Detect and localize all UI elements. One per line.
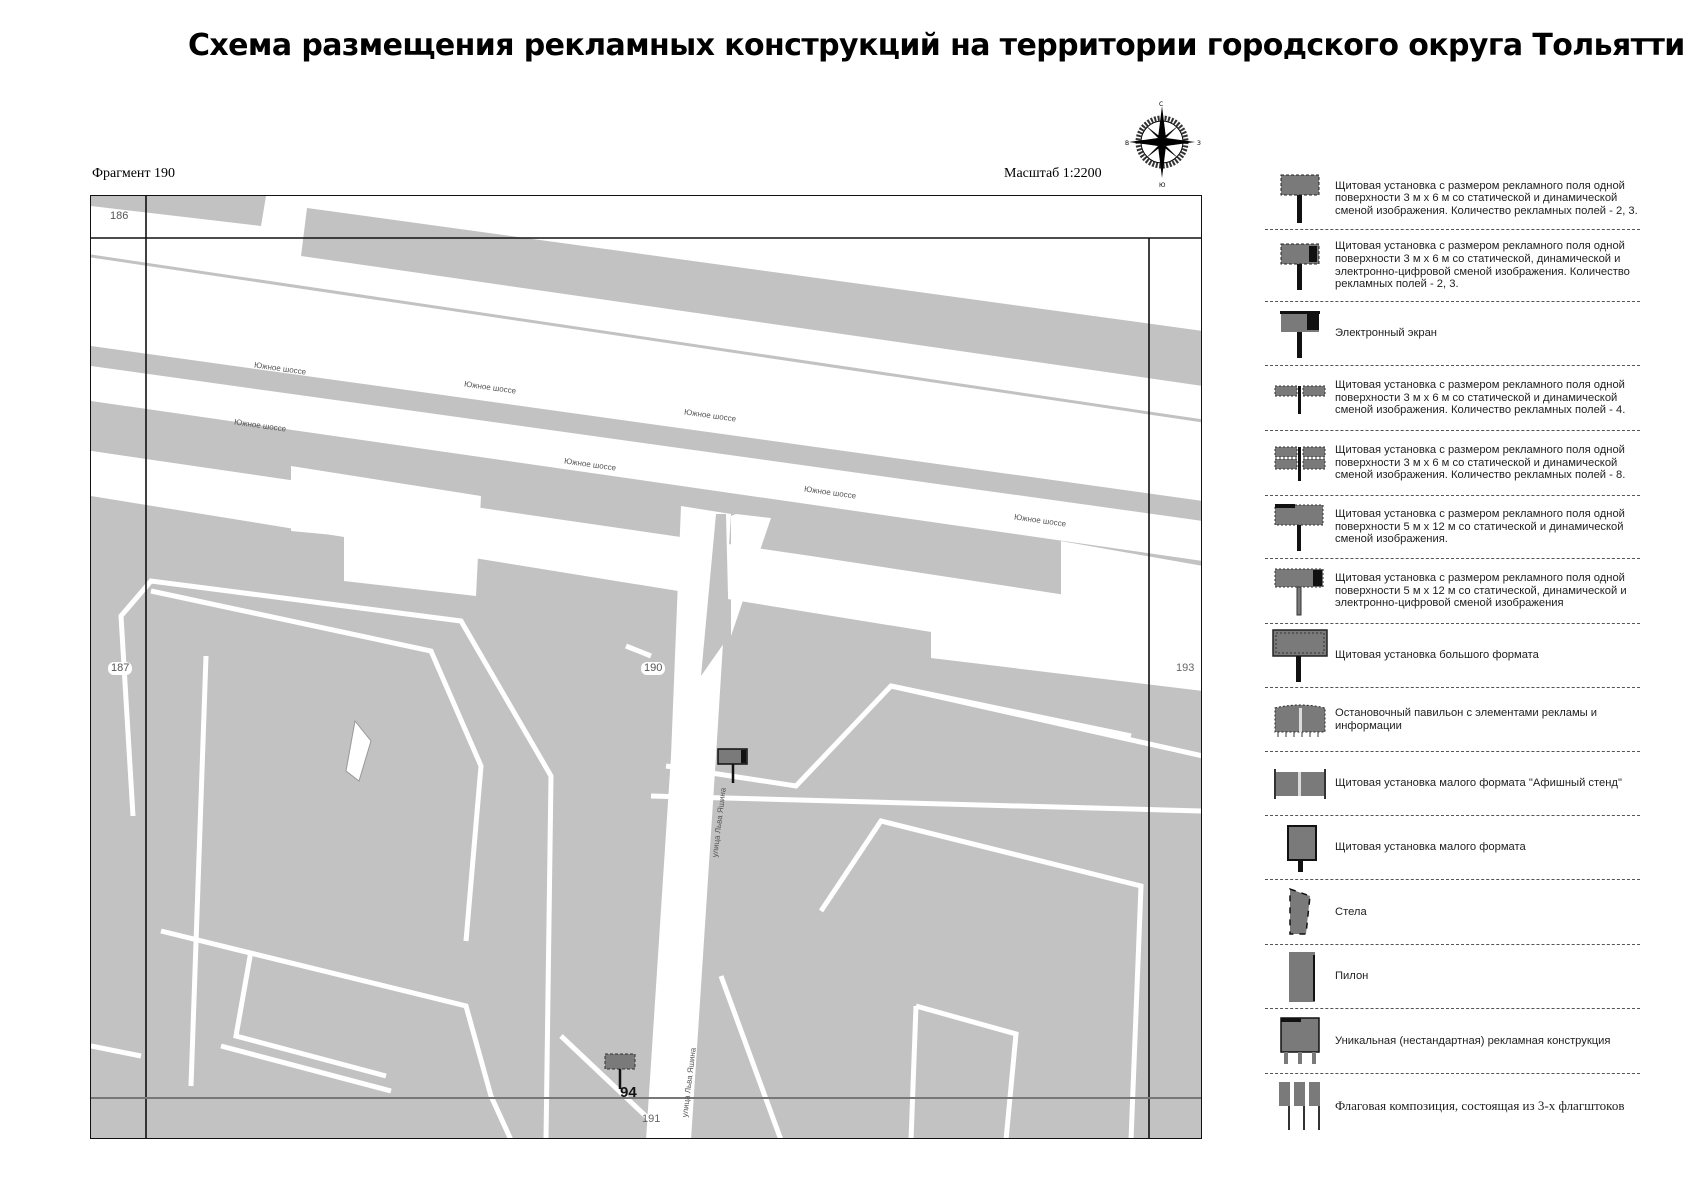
- map-canvas: [91, 196, 1201, 1138]
- unique-structure-icon: [1265, 1015, 1335, 1067]
- small-format-billboard-icon: [1265, 822, 1335, 874]
- fragment-187-label: 187: [108, 662, 133, 675]
- legend-item: Щитовая установка большого формата: [1265, 624, 1640, 688]
- legend-text: Электронный экран: [1335, 327, 1437, 340]
- stele-icon: [1265, 886, 1335, 938]
- structure-number-94: 94: [620, 1084, 637, 1101]
- legend-text: Щитовая установка с размером рекламного …: [1335, 508, 1625, 546]
- compass-east: З: [1197, 140, 1201, 147]
- billboard-8-fields-icon: [1265, 443, 1335, 483]
- legend-item: Пилон: [1265, 945, 1640, 1009]
- legend-text: Щитовая установка с размером рекламного …: [1335, 379, 1626, 417]
- billboard-3x6-digital-icon: [1265, 240, 1335, 292]
- fragment-191-label: 191: [642, 1113, 661, 1125]
- compass-north: С: [1159, 101, 1163, 108]
- legend-text: Остановочный павильон с элементами рекла…: [1335, 706, 1598, 732]
- billboard-5x12-icon: [1265, 501, 1335, 553]
- legend-item: Щитовая установка с размером рекламного …: [1265, 230, 1640, 302]
- compass-rose-icon: С Ю В З: [1125, 100, 1205, 189]
- electronic-screen-icon: [1265, 308, 1335, 360]
- legend-text: Уникальная (нестандартная) рекламная кон…: [1335, 1034, 1611, 1047]
- legend: Щитовая установка с размером рекламного …: [1265, 168, 1640, 1138]
- fragment-186-label: 186: [107, 210, 132, 223]
- legend-item: Флаговая композиция, состоящая из 3-х фл…: [1265, 1074, 1640, 1138]
- legend-text: Щитовая установка с размером рекламного …: [1335, 444, 1626, 482]
- legend-item: Остановочный павильон с элементами рекла…: [1265, 688, 1640, 752]
- legend-item: Щитовая установка малого формата "Афишны…: [1265, 752, 1640, 816]
- legend-text: Щитовая установка с размером рекламного …: [1335, 240, 1630, 291]
- legend-text: Щитовая установка малого формата: [1335, 841, 1526, 854]
- pylon-icon: [1265, 949, 1335, 1005]
- compass-south: Ю: [1159, 182, 1166, 188]
- legend-item: Щитовая установка с размером рекламного …: [1265, 431, 1640, 496]
- legend-item: Щитовая установка с размером рекламного …: [1265, 168, 1640, 230]
- legend-item: Щитовая установка малого формата: [1265, 816, 1640, 880]
- scale-label: Масштаб 1:2200: [1004, 166, 1102, 181]
- compass-west: В: [1125, 140, 1129, 147]
- large-format-billboard-icon: [1265, 628, 1335, 684]
- legend-text: Щитовая установка с размером рекламного …: [1335, 179, 1638, 217]
- poster-stand-icon: [1265, 766, 1335, 802]
- legend-item: Щитовая установка с размером рекламного …: [1265, 496, 1640, 559]
- legend-text: Щитовая установка большого формата: [1335, 649, 1539, 662]
- legend-item: Электронный экран: [1265, 302, 1640, 366]
- legend-text: Щитовая установка с размером рекламного …: [1335, 572, 1627, 610]
- billboard-structure-icon[interactable]: [717, 748, 748, 783]
- billboard-4-fields-icon: [1265, 378, 1335, 418]
- fragment-label: Фрагмент 190: [92, 166, 176, 181]
- legend-text: Щитовая установка малого формата "Афишны…: [1335, 777, 1622, 790]
- map-frame[interactable]: Южное шоссе Южное шоссе Южное шоссе Южно…: [90, 195, 1202, 1139]
- legend-item: Щитовая установка с размером рекламного …: [1265, 366, 1640, 431]
- legend-item: Стела: [1265, 880, 1640, 945]
- fragment-193-label: 193: [1176, 662, 1195, 674]
- flag-composition-icon: [1265, 1080, 1335, 1132]
- billboard-3x6-icon: [1265, 173, 1335, 225]
- legend-item: Щитовая установка с размером рекламного …: [1265, 559, 1640, 624]
- legend-text: Стела: [1335, 905, 1367, 918]
- legend-item: Уникальная (нестандартная) рекламная кон…: [1265, 1009, 1640, 1074]
- page-title: Схема размещения рекламных конструкций н…: [188, 28, 1685, 63]
- legend-text: Флаговая композиция, состоящая из 3-х фл…: [1335, 1098, 1625, 1113]
- bus-stop-pavilion-icon: [1265, 700, 1335, 740]
- legend-text: Пилон: [1335, 970, 1369, 983]
- billboard-5x12-digital-icon: [1265, 565, 1335, 617]
- billboard-94-icon[interactable]: [604, 1053, 636, 1089]
- fragment-190-label: 190: [641, 662, 666, 675]
